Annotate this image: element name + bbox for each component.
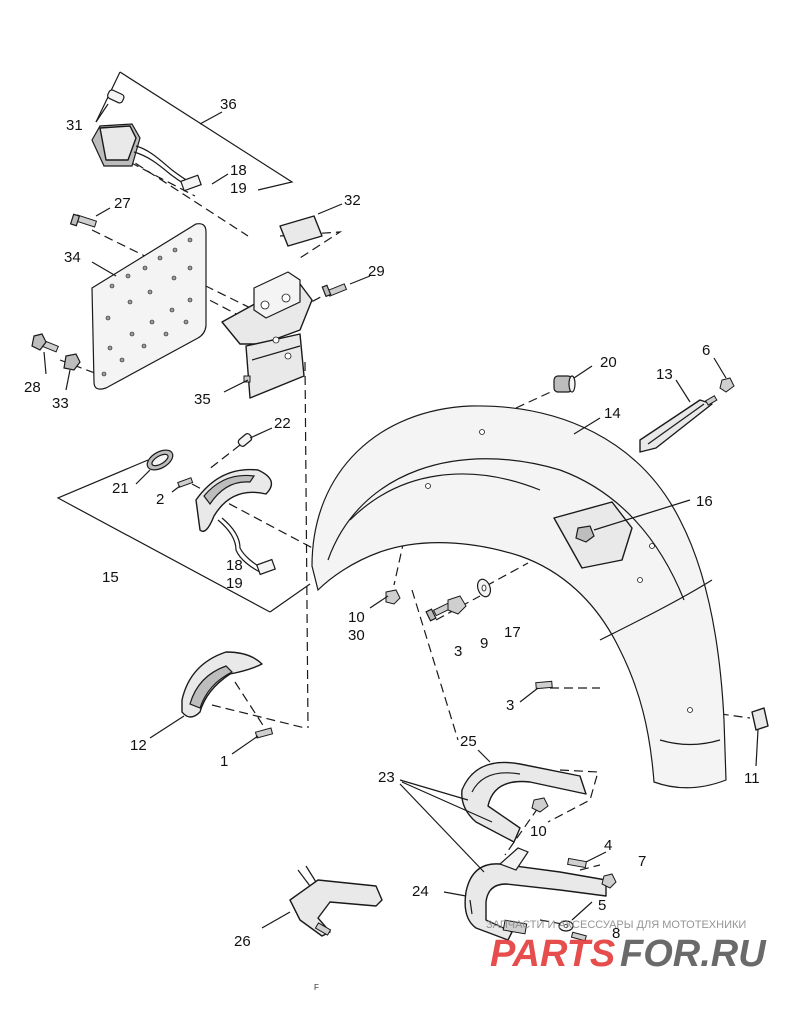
callout-35: 35 xyxy=(194,391,211,408)
reflector-32 xyxy=(279,215,323,247)
callout-labels: 36 31 18 19 27 32 34 29 28 33 35 20 6 13… xyxy=(24,96,760,950)
callout-4: 4 xyxy=(604,837,612,854)
callout-29: 29 xyxy=(368,263,385,280)
callout-8: 8 xyxy=(612,925,620,942)
spacer-20 xyxy=(553,375,576,393)
nut-33 xyxy=(63,353,81,371)
callout-26: 26 xyxy=(234,933,251,950)
callout-23: 23 xyxy=(378,769,395,786)
callout-15: 15 xyxy=(102,569,119,586)
callout-12: 12 xyxy=(130,737,147,754)
callout-17: 17 xyxy=(504,624,521,641)
callout-10-bag: 10 xyxy=(530,823,547,840)
callout-10: 10 xyxy=(348,609,365,626)
spacer-9 xyxy=(447,595,467,615)
callout-28: 28 xyxy=(24,379,41,396)
assembly-dashed-lines xyxy=(59,147,751,926)
callout-34: 34 xyxy=(64,249,81,266)
callout-5: 5 xyxy=(598,897,606,914)
watermark-brand-a: PARTS xyxy=(490,933,615,975)
footer-mark: F xyxy=(314,983,319,992)
callout-19-lamp: 19 xyxy=(226,575,243,592)
callout-2: 2 xyxy=(156,491,164,508)
callout-33: 33 xyxy=(52,395,69,412)
callout-21: 21 xyxy=(112,480,129,497)
bracket-26 xyxy=(289,865,383,937)
nut-6 xyxy=(719,377,735,393)
screw-3-lower xyxy=(535,680,553,690)
callout-11: 11 xyxy=(744,770,760,787)
screw-8 xyxy=(570,931,587,942)
washer-5 xyxy=(558,920,574,932)
callout-36: 36 xyxy=(220,96,237,113)
bolt-4 xyxy=(567,857,587,869)
rail-strip-13 xyxy=(639,395,718,453)
bolt-28 xyxy=(31,333,59,353)
support-frame-24 xyxy=(464,847,607,941)
rear-fender-14 xyxy=(311,405,727,789)
callout-3: 3 xyxy=(454,643,462,660)
bulb-22 xyxy=(237,433,253,447)
callout-25: 25 xyxy=(460,733,477,750)
callout-30: 30 xyxy=(348,627,365,644)
lamp-base-12 xyxy=(181,651,263,718)
callout-3-lower: 3 xyxy=(506,697,514,714)
watermark: ЗАПЧАСТИ И АКСЕССУАРЫ ДЛЯ МОТОТЕХНИКИ PA… xyxy=(486,919,767,975)
callout-13: 13 xyxy=(656,366,673,383)
watermark-brand-b: FOR.RU xyxy=(620,933,767,975)
callout-1: 1 xyxy=(220,753,228,770)
bulb-31 xyxy=(107,89,125,104)
callout-19: 19 xyxy=(230,180,247,197)
callout-9: 9 xyxy=(480,635,488,652)
callout-22: 22 xyxy=(274,415,291,432)
washer-17 xyxy=(476,578,492,598)
bag-support-25 xyxy=(461,761,587,843)
screw-2 xyxy=(177,477,194,488)
watermark-subtitle: ЗАПЧАСТИ И АКСЕССУАРЫ ДЛЯ МОТОТЕХНИКИ xyxy=(486,919,746,931)
nut-10-30 xyxy=(385,589,401,605)
callout-16: 16 xyxy=(696,493,713,510)
clip-11 xyxy=(751,707,769,731)
callout-32: 32 xyxy=(344,192,361,209)
bracket-lines xyxy=(56,71,311,613)
leader-lines xyxy=(43,103,759,929)
bracket-35 xyxy=(221,271,313,399)
callout-31: 31 xyxy=(66,117,83,134)
callout-6: 6 xyxy=(702,342,710,359)
screw-27 xyxy=(69,213,98,228)
callout-18: 18 xyxy=(230,162,247,179)
callout-20: 20 xyxy=(600,354,617,371)
license-plate-34 xyxy=(91,223,207,390)
screw-1 xyxy=(254,727,274,739)
license-lamp-36 xyxy=(91,123,202,192)
callout-7: 7 xyxy=(638,853,646,870)
lens-21 xyxy=(146,449,174,471)
fender-plate-16 xyxy=(553,501,633,569)
tail-lamp-15 xyxy=(195,468,276,576)
nut-7 xyxy=(601,873,617,889)
callout-24: 24 xyxy=(412,883,429,900)
callout-27: 27 xyxy=(114,195,131,212)
screw-29 xyxy=(321,283,348,298)
callout-18-lamp: 18 xyxy=(226,557,243,574)
callout-14: 14 xyxy=(604,405,621,422)
